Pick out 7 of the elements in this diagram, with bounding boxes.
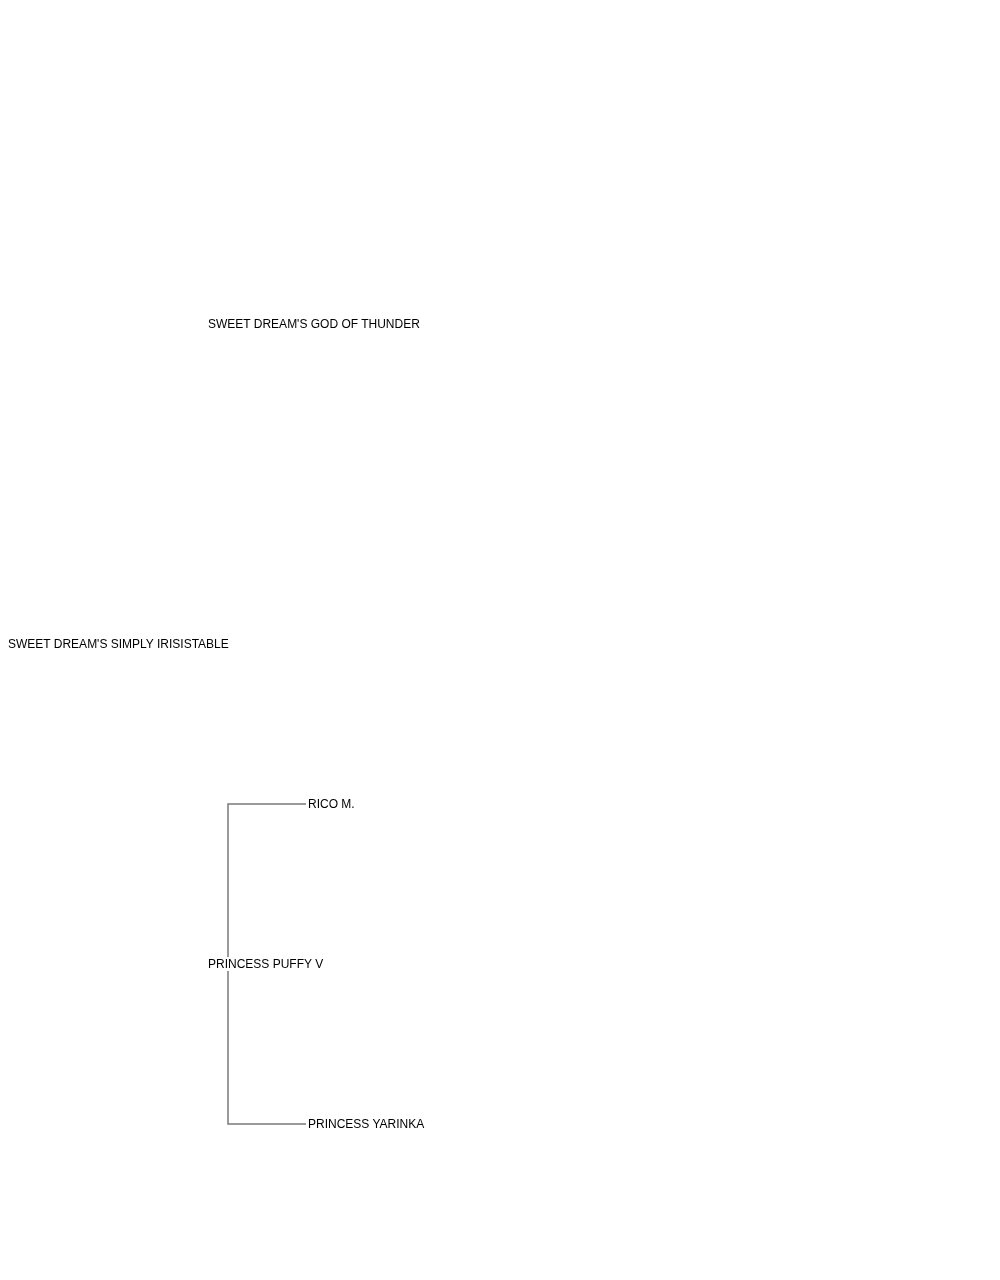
pedigree-name: RICO M. xyxy=(308,797,355,811)
pedigree-name: PRINCESS PUFFY V xyxy=(208,957,324,971)
connector-line xyxy=(227,970,307,1125)
pedigree-name: PRINCESS YARINKA xyxy=(308,1117,425,1131)
pedigree-name: SWEET DREAM'S GOD OF THUNDER xyxy=(208,317,420,331)
connector-line xyxy=(227,803,307,958)
pedigree-name: SWEET DREAM'S SIMPLY IRISISTABLE xyxy=(8,637,229,651)
